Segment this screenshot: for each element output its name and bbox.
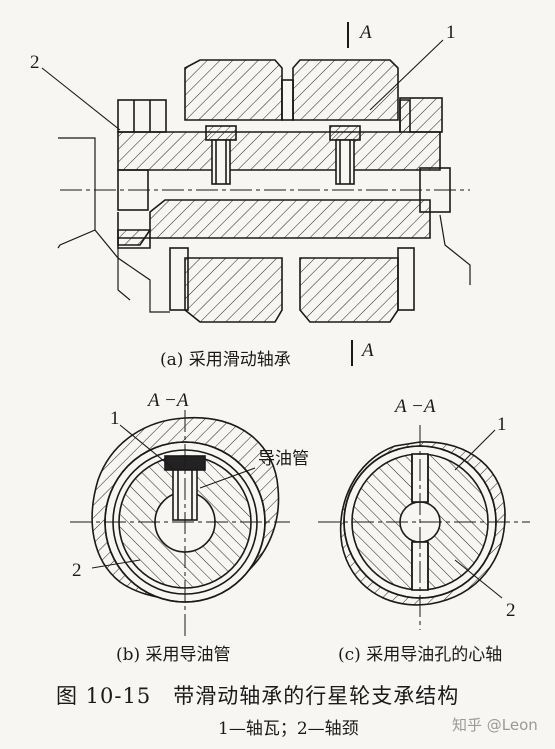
- section-mark-a-top: A: [360, 22, 372, 43]
- figure-legend: 1—轴瓦；2—轴颈: [218, 719, 359, 739]
- watermark: 知乎 @Leon: [452, 716, 538, 734]
- caption-c: (c) 采用导油孔的心轴: [338, 645, 503, 665]
- part-label-1-a: 1: [446, 22, 456, 43]
- section-view-a: [41, 22, 471, 366]
- part-label-1-c: 1: [497, 414, 507, 435]
- oil-tube-label: 导油管: [258, 449, 309, 469]
- caption-b: (b) 采用导油管: [116, 645, 231, 665]
- part-label-2-b: 2: [72, 560, 82, 581]
- section-view-b: [70, 410, 290, 640]
- section-mark-a-bottom: A: [362, 340, 374, 361]
- figure-title: 图 10-15 带滑动轴承的行星轮支承结构: [56, 684, 460, 708]
- part-label-2-c: 2: [506, 600, 516, 621]
- part-label-2-a: 2: [30, 52, 40, 73]
- section-title-b: A −A: [148, 390, 189, 411]
- part-label-1-b: 1: [110, 408, 120, 429]
- section-view-c: [318, 425, 530, 630]
- section-title-c: A −A: [395, 396, 436, 417]
- caption-a: (a) 采用滑动轴承: [160, 350, 291, 370]
